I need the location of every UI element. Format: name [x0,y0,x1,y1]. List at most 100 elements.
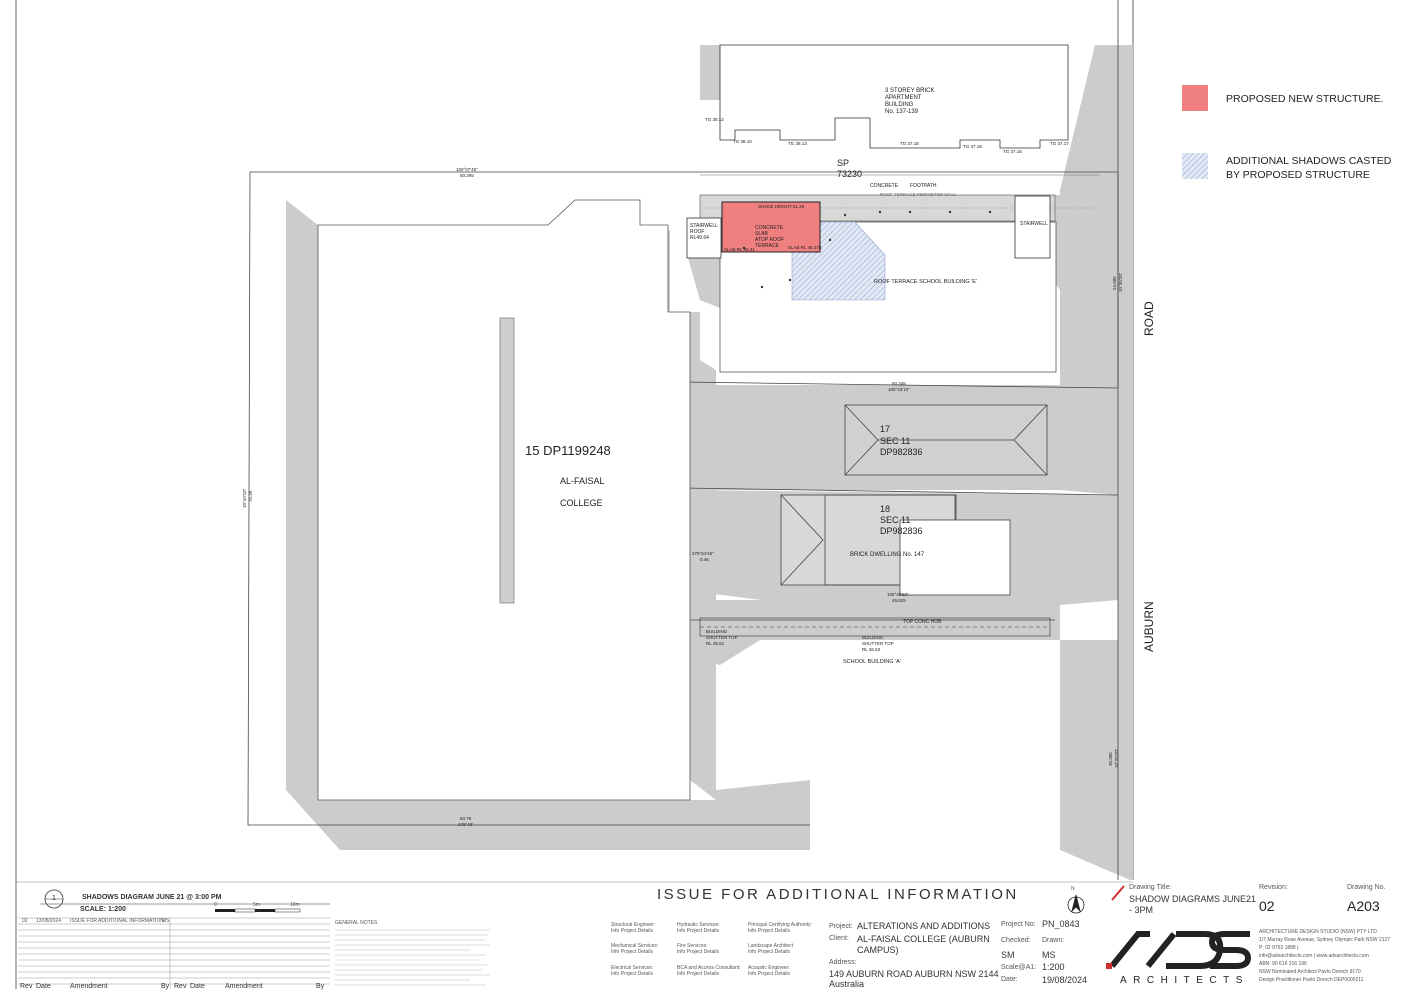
acoustic-value: Info Project Details [748,971,790,977]
landscape-value: Info Project Details [748,949,790,955]
drawing-no-value: A203 [1347,898,1380,914]
diagram-title: SHADOWS DIAGRAM JUNE 21 @ 3:00 PM [82,894,222,901]
boundary-lot17-north [682,381,1119,389]
drawing-title-accent [1111,885,1125,901]
hydraulic-label: Hydraulic Services: [677,922,720,928]
tg-label-6: TG 37.16 [1003,149,1022,154]
bearing-bottom-2: 279°42' [458,822,473,827]
tg-label-1: TG 38.12 [705,117,724,122]
lot17-label-3: DP982836 [880,447,923,457]
tg-label-3: TG 38.13 [788,141,807,146]
bearing-lot18-1: 100°40'50" [887,592,909,597]
bca-value: Info Project Details [677,971,719,977]
apartment-label-1: 3 STOREY BRICK [885,88,934,94]
address-value-2: Australia [829,979,865,989]
top-conc-hob-label: TOP CONC HOB [903,619,942,625]
shutter-1-label-1: BUILDING [706,629,728,634]
slab-label-2: SLAB [755,231,768,237]
slab-label-4: TERRACE [755,243,780,249]
lot18-label-2: SEC 11 [880,515,910,525]
footpath-label: FOOTPATH [910,183,937,189]
address-label: Address: [829,959,857,966]
bearing-mid-2: 100°43'10" [888,387,910,392]
fire-label: Fire Services: [677,943,708,949]
bearing-road-4: 10°20'20" [1114,748,1119,768]
mechanical-label: Mechanical Services: [611,943,659,949]
stairwell-left-label-3: RL49.64 [690,235,709,241]
stairwell-left-label-2: ROOF [690,229,704,235]
college-label-2: COLLEGE [560,498,603,508]
electrical-value: Info Project Details [611,971,653,977]
structural-label: Structural Engineer: [611,922,656,928]
bearing-top-2: 50.295 [460,173,474,178]
address-value-1: 149 AUBURN ROAD AUBURN NSW 2144 [829,969,999,979]
project-no-value: PN_0843 [1042,919,1080,929]
legend-swatch-shadow [1182,153,1208,179]
client-value-2: CAMPUS) [857,945,899,955]
bearing-bottom-1: 50.76 [460,816,472,821]
scale-bar-5: 5m [253,902,260,908]
scale-value: 1:200 [1042,962,1065,972]
bearing-int-2: 0.46 [700,557,709,562]
tg-label-4: TG 37.18 [900,141,919,146]
stairwell-right-label: STAIRWELL [1020,221,1048,227]
school-a-label: SCHOOL BUILDING 'A' [843,659,901,665]
bearing-mid-1: 50.345 [892,381,906,386]
boundary-lot17-south [682,487,1119,496]
shadow-road-side [1060,45,1133,880]
bca-label: BCA and Access Consultant: [677,965,741,971]
tg-label-2: TG 38.10 [733,139,752,144]
north-label: N [1071,886,1075,892]
tg-label-7: TG 37.17 [1050,141,1069,146]
checked-value: SM [1001,950,1015,960]
drawing-title-label: Drawing Title: [1129,884,1172,891]
logo-subtitle: ARCHITECTS [1120,975,1249,986]
shutter-1-label-2: SHUTTER TOP [706,635,738,640]
drawing-title-value-2: - 3PM [1129,905,1154,915]
ads-logo-icon [1109,931,1252,969]
north-arrow-icon [1067,894,1085,914]
stairwell-right [1014,195,1051,259]
lot15-label: 15 DP1199248 [525,443,611,458]
bearing-left-2: 75.39 [248,490,253,502]
shutter-1-label-3: RL 36.51 [706,641,725,646]
roof-terrace-label: ROOF TERRACE SCHOOL BUILDING 'E' [874,279,977,285]
shadow-dwelling-east [1010,520,1040,590]
bearing-top-1: 100°07'45" [456,167,478,172]
date-label: Date: [1001,976,1018,983]
rev-row-by: MS [162,918,170,924]
hydraulic-value: Info Project Details [677,928,719,934]
legend-shadow-label-2: BY PROPOSED STRUCTURE [1226,169,1370,181]
shadow-college-south [286,780,810,850]
rev-row-date: 13/08/2024 [36,918,62,924]
sheet-number: 1 [52,895,56,902]
shadow-apartment-west [700,45,720,100]
slab-label-1: CONCRETE [755,225,784,231]
general-notes-heading: GENERAL NOTES [335,920,378,926]
shutter-2-label-2: SHUTTER TOP [862,641,894,646]
checked-label: Checked: [1001,937,1031,944]
revision-table [18,917,330,989]
spot-levels [742,210,992,289]
revision-label: Revision: [1259,884,1288,891]
revision-value: 02 [1259,898,1275,914]
landscape-label: Landscape Architect [748,943,794,949]
scale-bar-10: 10m [290,902,300,908]
scale-label: Scale@A1: [1001,964,1037,971]
firm-web: info@adsarchitects.com | www.adsarchitec… [1259,953,1369,959]
issue-banner: ISSUE FOR ADDITIONAL INFORMATION [657,886,1019,903]
perimeter-wall-label: ROOF TERRACE PERIMETER WALL [880,192,957,197]
legend-swatch-proposed [1182,85,1208,111]
legend-proposed-label: PROPOSED NEW STRUCTURE. [1226,93,1384,105]
apartment-label-3: BUILDING [885,102,914,108]
rev-col-date-2: Date [190,983,205,990]
scale-bar [215,908,301,913]
drawing-title-value-1: SHADOW DIAGRAMS JUNE21 [1129,894,1257,904]
shadow-hob [660,600,1060,665]
certifying-value: Info Project Details [748,928,790,934]
tg-label-5: TG 37.19 [963,144,982,149]
rev-col-date: Date [36,983,51,990]
lot17-label-1: 17 [880,424,890,434]
lot18-building [780,494,1011,596]
